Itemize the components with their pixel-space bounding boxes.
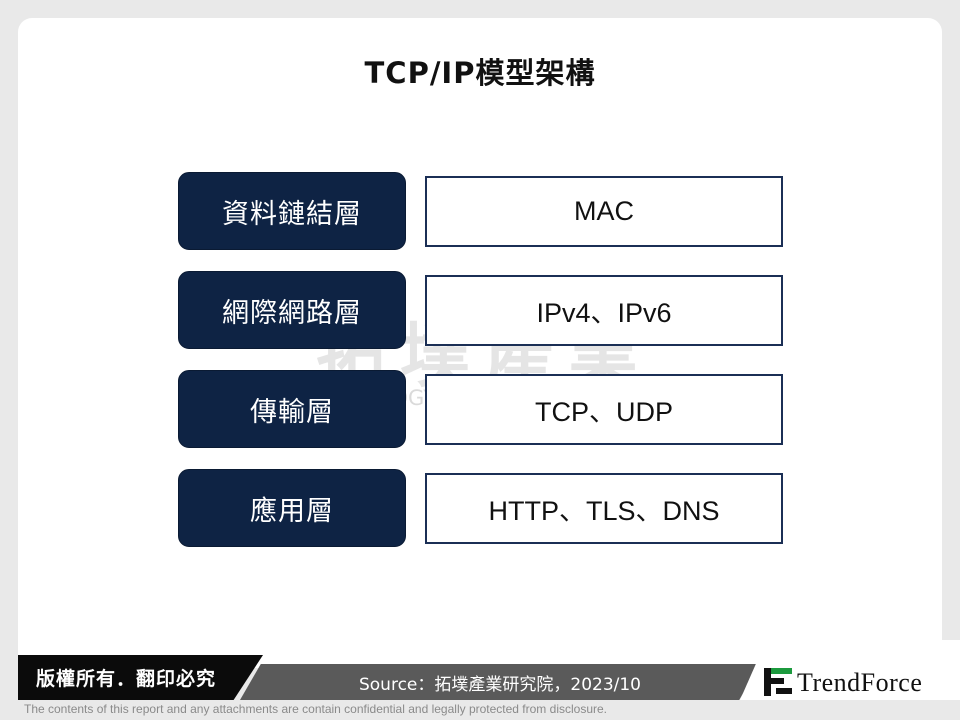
layer-row: 傳輸層 TCP、UDP [178,370,783,448]
layer-box: 應用層 [178,469,406,547]
slide-title: TCP/IP模型架構 [364,56,596,90]
protocol-box: IPv4、IPv6 [425,275,783,346]
protocol-box: TCP、UDP [425,374,783,445]
layer-box: 網際網路層 [178,271,406,349]
layer-row: 資料鏈結層 MAC [178,172,783,250]
layer-row: 網際網路層 IPv4、IPv6 [178,271,783,349]
brand-name: TrendForce [797,668,923,697]
copyright-banner: 版權所有．翻印必究 [18,655,263,700]
protocol-box: HTTP、TLS、DNS [425,473,783,544]
source-bar: Source：拓墣產業研究院，2023/10 [240,664,760,700]
trendforce-logo-icon [764,668,792,696]
protocol-box: MAC [425,176,783,247]
layer-box: 傳輸層 [178,370,406,448]
disclaimer: The contents of this report and any atta… [24,702,607,716]
layer-row: 應用層 HTTP、TLS、DNS [178,469,783,547]
layer-box: 資料鏈結層 [178,172,406,250]
